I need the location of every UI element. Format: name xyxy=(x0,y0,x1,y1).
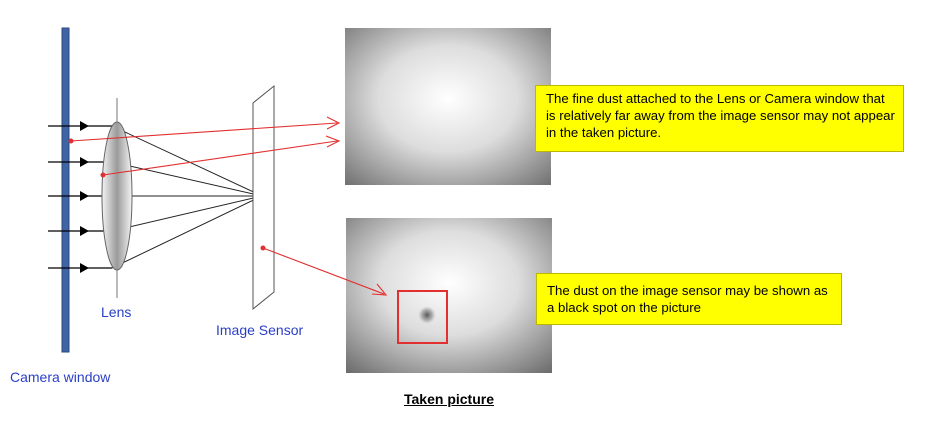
far-dust-callout: The fine dust attached to the Lens or Ca… xyxy=(535,85,904,152)
dust-particles xyxy=(68,138,266,251)
image-sensor-label: Image Sensor xyxy=(216,322,304,338)
taken-picture-caption: Taken picture xyxy=(404,391,494,407)
camera-window-bar xyxy=(61,27,70,353)
taken-picture-spot xyxy=(346,218,552,373)
image-sensor-plate xyxy=(252,84,275,311)
converging-rays xyxy=(111,125,263,269)
sensor-dust-callout: The dust on the image sensor may be show… xyxy=(536,273,842,325)
lens-label: Lens xyxy=(101,304,132,320)
dust-highlight-box xyxy=(397,290,448,344)
lens-icon xyxy=(101,121,133,271)
taken-picture-clean xyxy=(345,28,551,185)
dust-pointers xyxy=(70,116,388,296)
dust-spot-icon xyxy=(418,306,436,324)
arrowheads xyxy=(80,121,89,273)
camera-window-label: Camera window xyxy=(10,369,111,385)
